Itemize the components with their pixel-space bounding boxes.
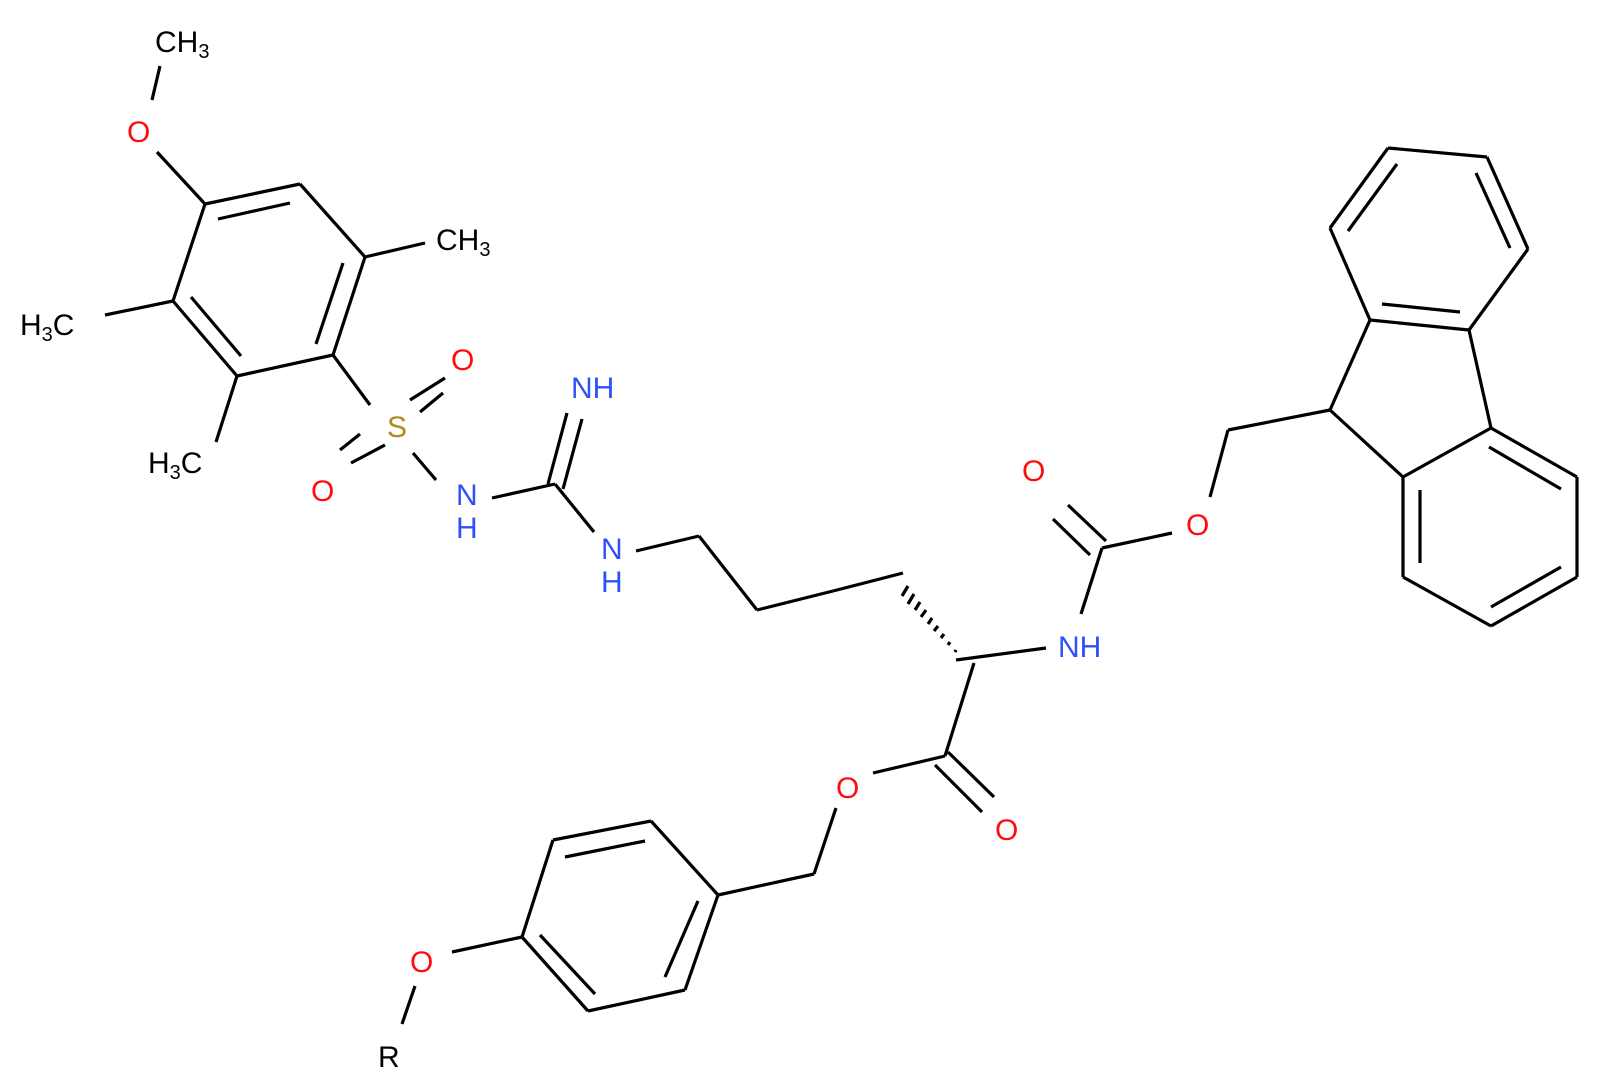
carbamate-carbonyl-oxygen-label: O bbox=[1022, 455, 1045, 488]
methoxy-oxygen-label: O bbox=[127, 116, 150, 149]
sulfonamide-n-label: N bbox=[456, 479, 478, 512]
ring-methyl-right-label: CH3 bbox=[436, 224, 490, 261]
ring-methyl-left-label: H3C bbox=[20, 309, 74, 346]
carbamate-nh-label: NH bbox=[1058, 631, 1101, 664]
guanidine-h-label: H bbox=[601, 566, 623, 599]
wang-linker-ring bbox=[400, 807, 838, 1025]
ether-oxygen-label: O bbox=[410, 946, 433, 979]
mtr-ring bbox=[104, 65, 426, 443]
sulfonyl-oxygen-top-label: O bbox=[451, 344, 474, 377]
stereo-hash-wedge bbox=[832, 571, 958, 653]
methoxy-ch3-label: CH3 bbox=[155, 26, 209, 63]
sulfur-label: S bbox=[387, 411, 407, 444]
guanidine-n-label: N bbox=[601, 533, 623, 566]
fluorene-group bbox=[1328, 146, 1579, 628]
carbamate-ester-oxygen-label: O bbox=[1186, 509, 1209, 542]
sulfonyl-oxygen-bottom-label: O bbox=[311, 475, 334, 508]
imine-nh-label: NH bbox=[571, 372, 614, 405]
sulfonyl-group bbox=[339, 376, 446, 482]
resin-r-label: R bbox=[378, 1041, 400, 1074]
ester-carbonyl-oxygen-label: O bbox=[995, 814, 1018, 847]
sulfonamide-h-label: H bbox=[456, 512, 478, 545]
arginine-chain bbox=[491, 408, 1331, 814]
ring-methyl-bottom-label: H3C bbox=[148, 447, 202, 484]
ester-oxygen-label: O bbox=[836, 772, 859, 805]
